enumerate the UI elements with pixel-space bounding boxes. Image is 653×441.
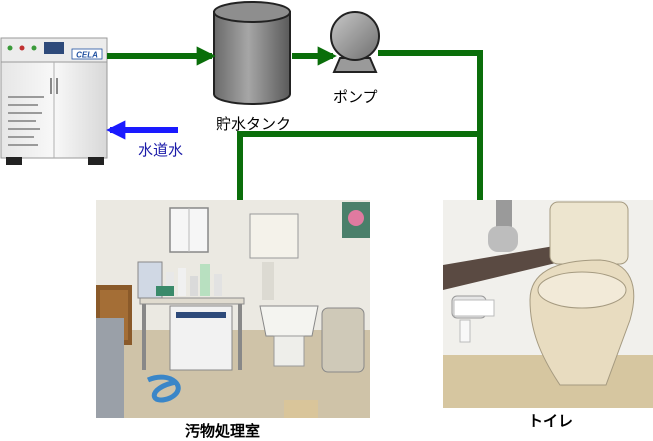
storage-tank-label: 貯水タンク: [216, 115, 292, 133]
machine-brand-label: CELA: [76, 51, 98, 60]
pump-label: ポンプ: [333, 88, 378, 106]
treatment-machine-icon: CELA: [0, 37, 108, 165]
pump-icon: [330, 11, 380, 73]
tap-water-label: 水道水: [138, 141, 184, 159]
filth-room-photo: [96, 200, 370, 418]
filth-room-label: 汚物処理室: [185, 422, 261, 440]
toilet-label: トイレ: [528, 412, 574, 430]
cylinder-tank-icon: [213, 1, 291, 105]
toilet-photo: [443, 200, 653, 408]
